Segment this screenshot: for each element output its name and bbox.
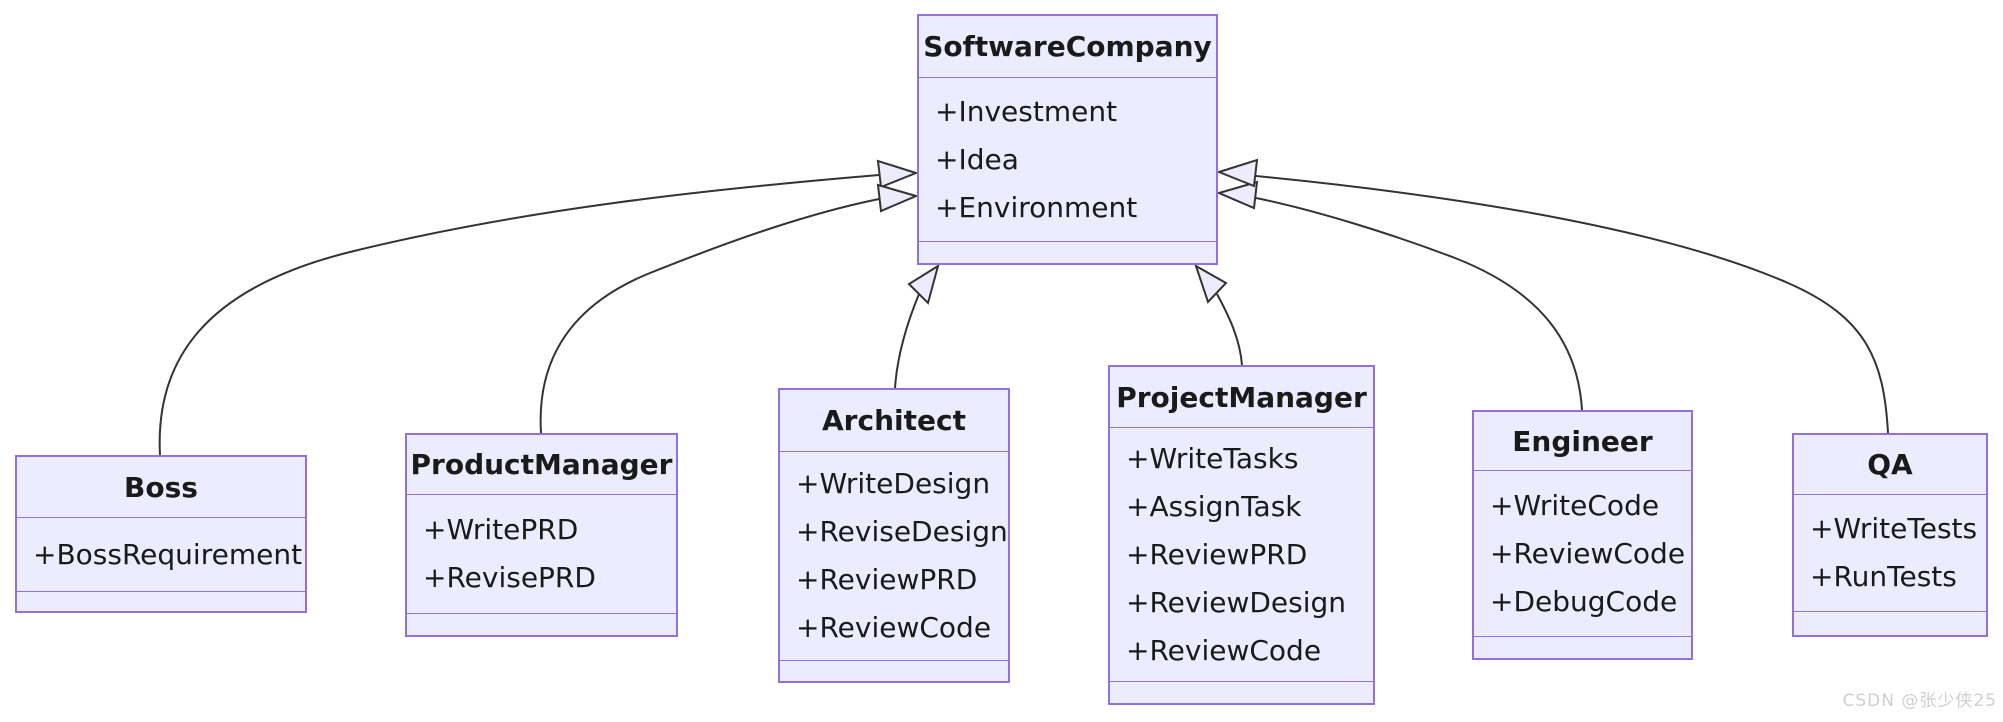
class-title: Architect xyxy=(780,390,1008,452)
class-boss: Boss +BossRequirement xyxy=(15,455,307,613)
class-attributes: +WriteTests +RunTests xyxy=(1794,495,1986,611)
inheritance-arrowhead-projectmanager xyxy=(1194,263,1228,304)
class-engineer: Engineer +WriteCode +ReviewCode +DebugCode xyxy=(1472,410,1693,660)
class-methods-compartment xyxy=(1794,611,1986,635)
inheritance-edge-architect xyxy=(894,293,920,389)
class-attribute: +AssignTask xyxy=(1126,489,1302,523)
class-attribute: +ReviewPRD xyxy=(1126,537,1308,571)
inheritance-edge-boss xyxy=(158,174,880,456)
class-attributes: +BossRequirement xyxy=(17,518,305,591)
class-attribute: +ReviewCode xyxy=(796,611,992,644)
class-attribute: +RevisePRD xyxy=(423,561,596,594)
class-attribute: +WriteDesign xyxy=(796,467,991,500)
class-attribute: +WritePRD xyxy=(423,513,579,546)
inheritance-edge-projectmanager xyxy=(1216,293,1243,366)
inheritance-arrowhead-boss xyxy=(876,159,919,189)
inheritance-arrowhead-architect xyxy=(907,263,940,305)
class-attributes: +WriteCode +ReviewCode +DebugCode xyxy=(1474,471,1691,636)
class-attributes: +WriteDesign +ReviseDesign +ReviewPRD +Revi… xyxy=(780,452,1008,660)
class-attribute: +WriteTasks xyxy=(1126,441,1299,475)
class-softwarecompany: SoftwareCompany +Investment +Idea +Environ… xyxy=(917,14,1218,265)
watermark-text: CSDN @张少侠25 xyxy=(1842,691,1997,711)
class-projectmanager: ProjectManager +WriteTasks +AssignTask +Re… xyxy=(1108,365,1375,705)
class-title: QA xyxy=(1794,435,1986,495)
class-attribute: +Environment xyxy=(935,190,1138,224)
class-methods-compartment xyxy=(1110,681,1373,703)
class-attribute: +ReviewCode xyxy=(1126,633,1322,667)
class-productmanager: ProductManager +WritePRD +RevisePRD xyxy=(405,433,678,637)
inheritance-arrowhead-engineer xyxy=(1216,180,1259,210)
class-attributes: +WriteTasks +AssignTask +ReviewPRD +ReviewD… xyxy=(1110,428,1373,681)
class-title: Boss xyxy=(17,457,305,518)
class-attribute: +ReviewDesign xyxy=(1126,585,1347,619)
class-attribute: +WriteTests xyxy=(1810,512,1978,545)
class-attribute: +DebugCode xyxy=(1490,584,1678,618)
class-architect: Architect +WriteDesign +ReviseDesign +Revi… xyxy=(778,388,1010,683)
class-title: Engineer xyxy=(1474,412,1691,471)
class-attributes: +WritePRD +RevisePRD xyxy=(407,495,676,613)
class-methods-compartment xyxy=(780,660,1008,681)
class-qa: QA +WriteTests +RunTests xyxy=(1792,433,1988,637)
class-attribute: +WriteCode xyxy=(1490,488,1660,522)
class-methods-compartment xyxy=(919,241,1216,263)
class-title: ProductManager xyxy=(407,435,676,495)
class-methods-compartment xyxy=(17,591,305,611)
class-attribute: +Investment xyxy=(935,94,1118,128)
class-attribute: +Idea xyxy=(935,142,1019,176)
inheritance-arrowhead-qa xyxy=(1216,158,1259,188)
class-methods-compartment xyxy=(1474,636,1691,658)
class-methods-compartment xyxy=(407,613,676,635)
class-title: SoftwareCompany xyxy=(919,16,1216,78)
class-title: ProjectManager xyxy=(1110,367,1373,428)
class-attribute: +BossRequirement xyxy=(33,537,303,571)
class-attribute: +ReviseDesign xyxy=(796,515,1008,548)
class-attributes: +Investment +Idea +Environment xyxy=(919,78,1216,241)
class-attribute: +RunTests xyxy=(1810,560,1957,593)
class-attribute: +ReviewCode xyxy=(1490,536,1686,570)
inheritance-arrowhead-productmanager xyxy=(876,183,919,213)
class-attribute: +ReviewPRD xyxy=(796,563,978,596)
